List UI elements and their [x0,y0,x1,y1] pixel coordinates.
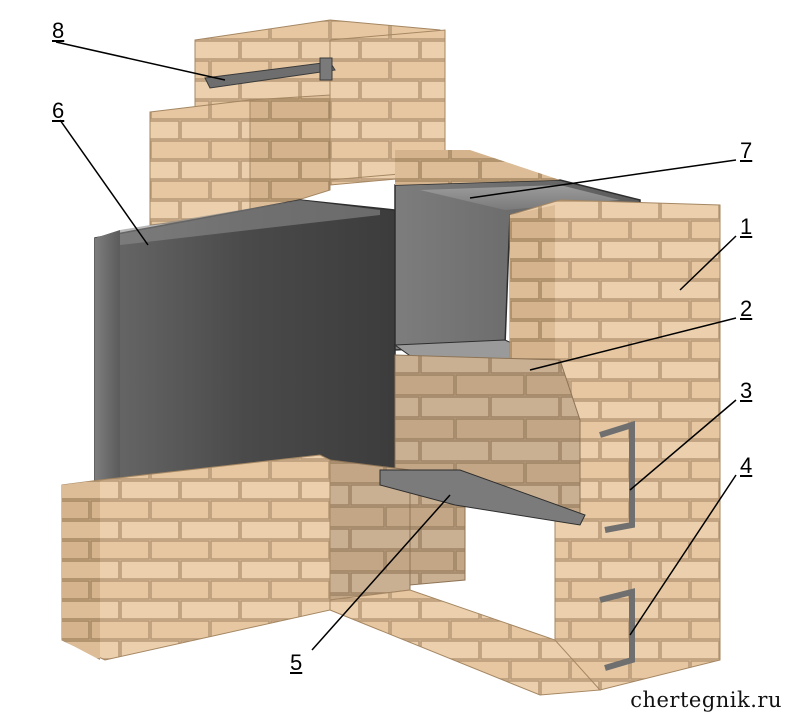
left-brick-base [61,454,331,661]
leader-line-3 [629,399,737,491]
hearth-floor [329,589,602,696]
callout-3: 3 [740,378,753,403]
leader-line-4 [629,474,737,636]
callout-8: 8 [52,18,65,43]
steel-angle-ledge [379,469,586,526]
callout-6: 6 [52,98,65,123]
damper-rod [204,57,336,89]
leader-line-7 [469,159,737,199]
callout-2: 2 [740,296,753,321]
leader-line-8 [55,41,226,81]
leader-line-1 [679,235,737,291]
chimney-stack [149,19,446,226]
wall-brackets [599,420,635,671]
site-watermark: chertegnik.ru [630,688,782,712]
firebox-steel-lining [94,199,396,501]
leader-line-6 [59,119,149,246]
callout-4: 4 [740,453,753,478]
leader-line-2 [529,317,737,371]
callout-7: 7 [740,138,753,163]
leader-lines [55,41,737,651]
leader-line-5 [311,494,451,651]
callout-5: 5 [290,650,303,675]
callout-1: 1 [740,214,753,239]
